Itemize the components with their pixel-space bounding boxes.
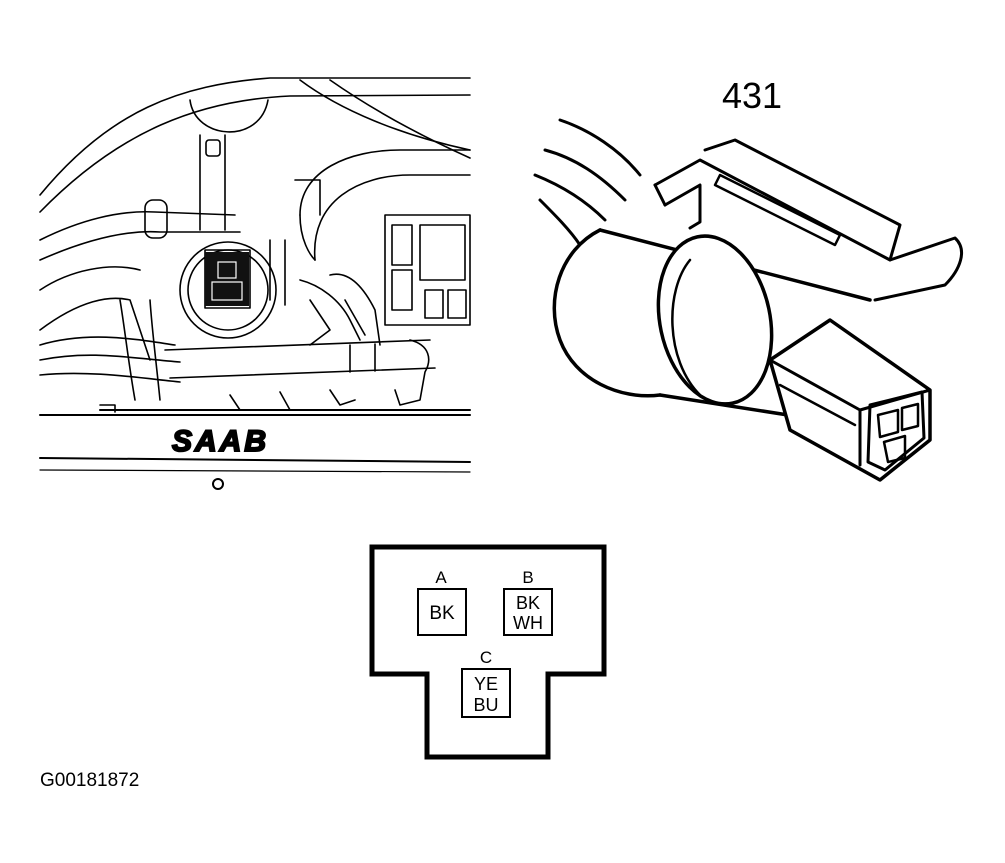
pin-a: A BK [417, 568, 467, 636]
pin-a-cavity [417, 588, 467, 636]
pin-a-letter: A [435, 568, 447, 587]
pin-c-letter: C [480, 648, 492, 667]
engine-bay-view [39, 77, 471, 490]
saab-badge: SAAB [172, 425, 269, 458]
pin-b-color-2: WH [513, 613, 543, 633]
pin-b-letter: B [522, 568, 533, 587]
pin-c: C YE BU [461, 648, 511, 718]
pin-b-color-1: BK [516, 593, 540, 613]
figure-id: G00181872 [40, 770, 139, 791]
pin-c-cavity [461, 668, 511, 718]
component-number: 431 [722, 75, 782, 116]
connector-illustration [533, 118, 963, 482]
pin-a-color: BK [429, 603, 455, 624]
pin-c-color-2: BU [473, 695, 498, 715]
pin-b-cavity [503, 588, 553, 636]
component-location-marker [205, 252, 249, 306]
pin-c-color-1: YE [474, 674, 498, 694]
pin-b: B BK WH [503, 568, 553, 636]
